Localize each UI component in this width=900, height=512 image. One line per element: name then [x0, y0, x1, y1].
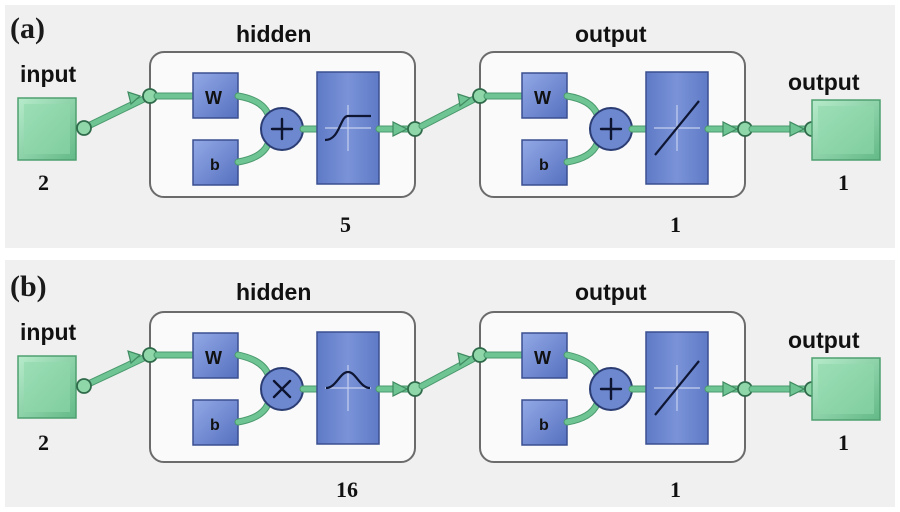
panel-a-input-title: input — [20, 61, 77, 87]
panel-b-output-bias-box — [521, 399, 568, 446]
panel-a-output-weight-box — [521, 72, 568, 119]
panel-a-output-weight-label: W — [534, 88, 551, 108]
panel-b-wire-ow — [564, 352, 600, 377]
panel-a-hidden-weight-label: W — [205, 88, 222, 108]
panel-b-output-weight-box — [521, 332, 568, 379]
panel-a-input-size: 2 — [38, 170, 49, 195]
panel-b-label: (b) — [10, 270, 47, 303]
panel-a-arrow-final — [789, 121, 806, 137]
panel-a-hidden-size: 5 — [340, 212, 351, 237]
panel-a-hidden-bias-box — [192, 139, 239, 186]
panel-a-wire-hidden-output — [419, 93, 483, 129]
panel-a-output-square — [811, 99, 881, 161]
panel-a-arrow-hidden-output — [457, 93, 472, 108]
panel-b-wire-hw — [235, 352, 271, 377]
panel-b: (b) input 2 hidden W b — [5, 260, 895, 507]
panel-b-input-square — [17, 355, 77, 419]
times-icon — [260, 367, 304, 411]
panel-b-input-title: input — [20, 319, 77, 345]
panel-a-node-input — [76, 120, 92, 136]
plus-icon — [589, 367, 633, 411]
panel-a-output-bias-label: b — [539, 157, 549, 174]
plus-icon — [589, 107, 633, 151]
panel-b-node-input — [76, 378, 92, 394]
panel-b-background — [5, 260, 895, 507]
panel-b-output-size: 1 — [838, 430, 849, 455]
panel-b-hidden-bias-label: b — [210, 417, 220, 434]
panel-a-output-size: 1 — [838, 170, 849, 195]
panel-b-arrow-output-out — [722, 381, 739, 397]
panel-b-output-layer-title: output — [575, 279, 647, 305]
panel-a-label: (a) — [10, 12, 45, 45]
panel-b-hidden-title: hidden — [236, 279, 311, 305]
purelin-icon — [645, 71, 709, 185]
panel-a-arrow-hidden-out — [392, 121, 409, 137]
panel-a-hidden-bias-label: b — [210, 157, 220, 174]
panel-a: (a) input 2 hidden W b — [5, 5, 895, 248]
panel-b-output-title: output — [788, 327, 860, 353]
panel-a-arrow-output-out — [722, 121, 739, 137]
panel-b-wire-ob — [564, 401, 600, 425]
panel-a-output-layer-title: output — [575, 21, 647, 47]
purelin-icon — [645, 331, 709, 445]
panel-a-output-title: output — [788, 69, 860, 95]
panel-b-wire-hb — [235, 401, 271, 425]
panel-b-output-square — [811, 357, 881, 421]
panel-a-output-bias-box — [521, 139, 568, 186]
panel-a-wire-input-hidden — [81, 93, 153, 131]
panel-b-arrow-input-hidden — [127, 350, 142, 365]
panel-b-wire-hidden-output — [419, 352, 483, 389]
panel-b-hidden-weight-label: W — [205, 348, 222, 368]
panel-b-arrow-hidden-out — [392, 381, 409, 397]
panel-a-wire-hb — [235, 141, 271, 165]
plus-icon — [260, 107, 304, 151]
panel-a-input-square — [17, 97, 77, 161]
panel-a-wire-ob — [564, 141, 600, 165]
panel-b-output-layer-size: 1 — [670, 477, 681, 502]
radbas-icon — [316, 331, 380, 445]
tansig-icon — [316, 71, 380, 185]
panel-b-output-bias-label: b — [539, 417, 549, 434]
panel-b-input-size: 2 — [38, 430, 49, 455]
panel-a-arrow-input-hidden — [127, 91, 142, 106]
panel-b-wire-input-hidden — [81, 352, 153, 389]
panel-a-wire-hw — [235, 93, 271, 117]
panel-a-wire-ow — [564, 93, 600, 117]
panel-b-arrow-hidden-output — [457, 352, 472, 367]
panel-b-hidden-size: 16 — [336, 477, 358, 502]
panel-a-output-layer-size: 1 — [670, 212, 681, 237]
panel-b-output-weight-label: W — [534, 348, 551, 368]
panel-a-hidden-title: hidden — [236, 21, 311, 47]
panel-b-arrow-final — [789, 381, 806, 397]
